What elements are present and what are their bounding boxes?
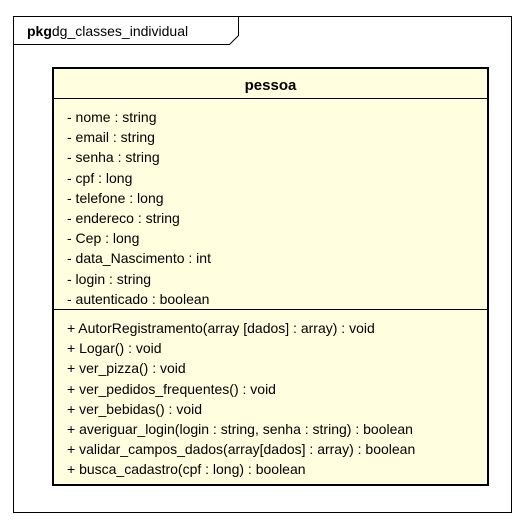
operation-ver-bebidas: + ver_bebidas() : void (67, 400, 203, 417)
attribute-cpf: - cpf : long (67, 169, 133, 186)
attribute-nome: - nome : string (67, 109, 157, 125)
operation-averiguar-login: + averiguar_login(login : string, senha … (67, 421, 413, 438)
operation-validar-campos-dados: + validar_campos_dados(array[dados] : ar… (67, 441, 416, 458)
attribute-data-nascimento: - data_Nascimento : int (67, 250, 211, 267)
package-tab: pkgdg_classes_individual (13, 16, 239, 45)
attribute-telefone: - telefone : long (67, 189, 164, 206)
attribute-cep: - Cep : long (67, 230, 140, 247)
operation-busca-cadastro: + busca_cadastro(cpf : long) : boolean (67, 461, 306, 478)
operation-ver-pizza: + ver_pizza() : void (67, 360, 186, 377)
package-keyword: pkg (27, 23, 52, 39)
class-pessoa[interactable]: pessoa - nome : string - email : string … (52, 67, 489, 486)
attribute-senha: - senha : string (67, 149, 160, 166)
operations-divider (54, 309, 487, 310)
attribute-email: - email : string (67, 129, 155, 146)
package-tab-outline (13, 16, 239, 45)
operations-compartment: + AutorRegistramento(array [dados] : arr… (67, 318, 415, 480)
attribute-autenticado: - autenticado : boolean (67, 290, 210, 307)
attribute-endereco: - endereco : string (67, 210, 180, 227)
operation-logar: + Logar() : void (67, 340, 162, 357)
package-name: dg_classes_individual (51, 23, 189, 39)
class-name: pessoa (244, 77, 297, 94)
attributes-divider (54, 98, 487, 99)
operation-ver-pedidos-frequentes: + ver_pedidos_frequentes() : void (67, 380, 276, 397)
operation-autor-registramento: + AutorRegistramento(array [dados] : arr… (67, 320, 375, 336)
package-title: pkgdg_classes_individual (27, 23, 188, 39)
attribute-login: - login : string (67, 270, 152, 287)
attributes-compartment: - nome : string - email : string - senha… (67, 107, 211, 309)
